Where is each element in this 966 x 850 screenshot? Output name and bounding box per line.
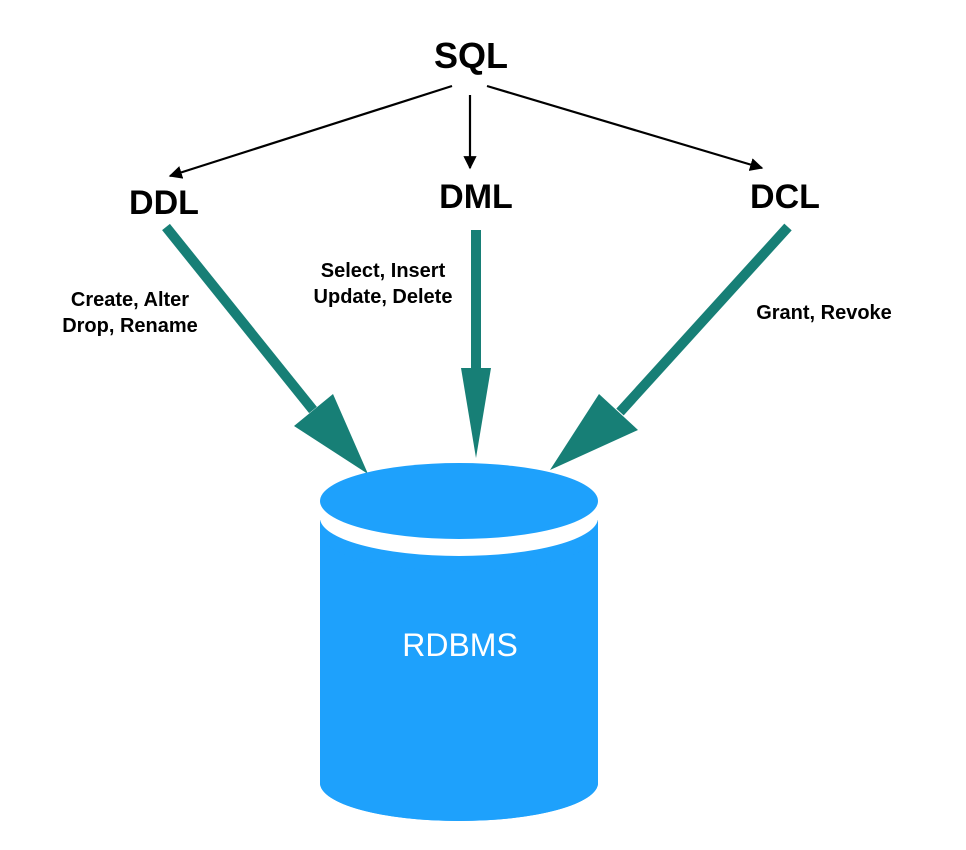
dml-operations-line-2: Update, Delete: [313, 286, 453, 308]
arrow-dcl-to-rdbms: [550, 223, 792, 470]
dml-operations: Select, Insert Update, Delete: [314, 258, 453, 310]
arrow-ddl-to-rdbms: [162, 223, 368, 474]
dcl-operations: Grant, Revoke: [756, 300, 892, 326]
ddl-operations-line-1: Create, Alter: [70, 289, 190, 311]
dcl-label: DCL: [750, 178, 820, 216]
dcl-operations-line-1: Grant, Revoke: [756, 302, 892, 324]
dml-operations-line-1: Select, Insert: [320, 260, 446, 282]
ddl-operations: Create, Alter Drop, Rename: [62, 287, 198, 339]
dml-label: DML: [439, 178, 513, 216]
ddl-operations-line-2: Drop, Rename: [62, 315, 198, 337]
rdbms-label: RDBMS: [402, 627, 518, 663]
arrow-dml-to-rdbms: [461, 230, 491, 458]
sql-label: SQL: [434, 35, 509, 76]
database-cylinder: [320, 463, 598, 821]
ddl-label: DDL: [129, 184, 199, 222]
arrow-sql-to-dcl: [486, 84, 764, 171]
arrow-sql-to-ddl: [168, 84, 453, 179]
